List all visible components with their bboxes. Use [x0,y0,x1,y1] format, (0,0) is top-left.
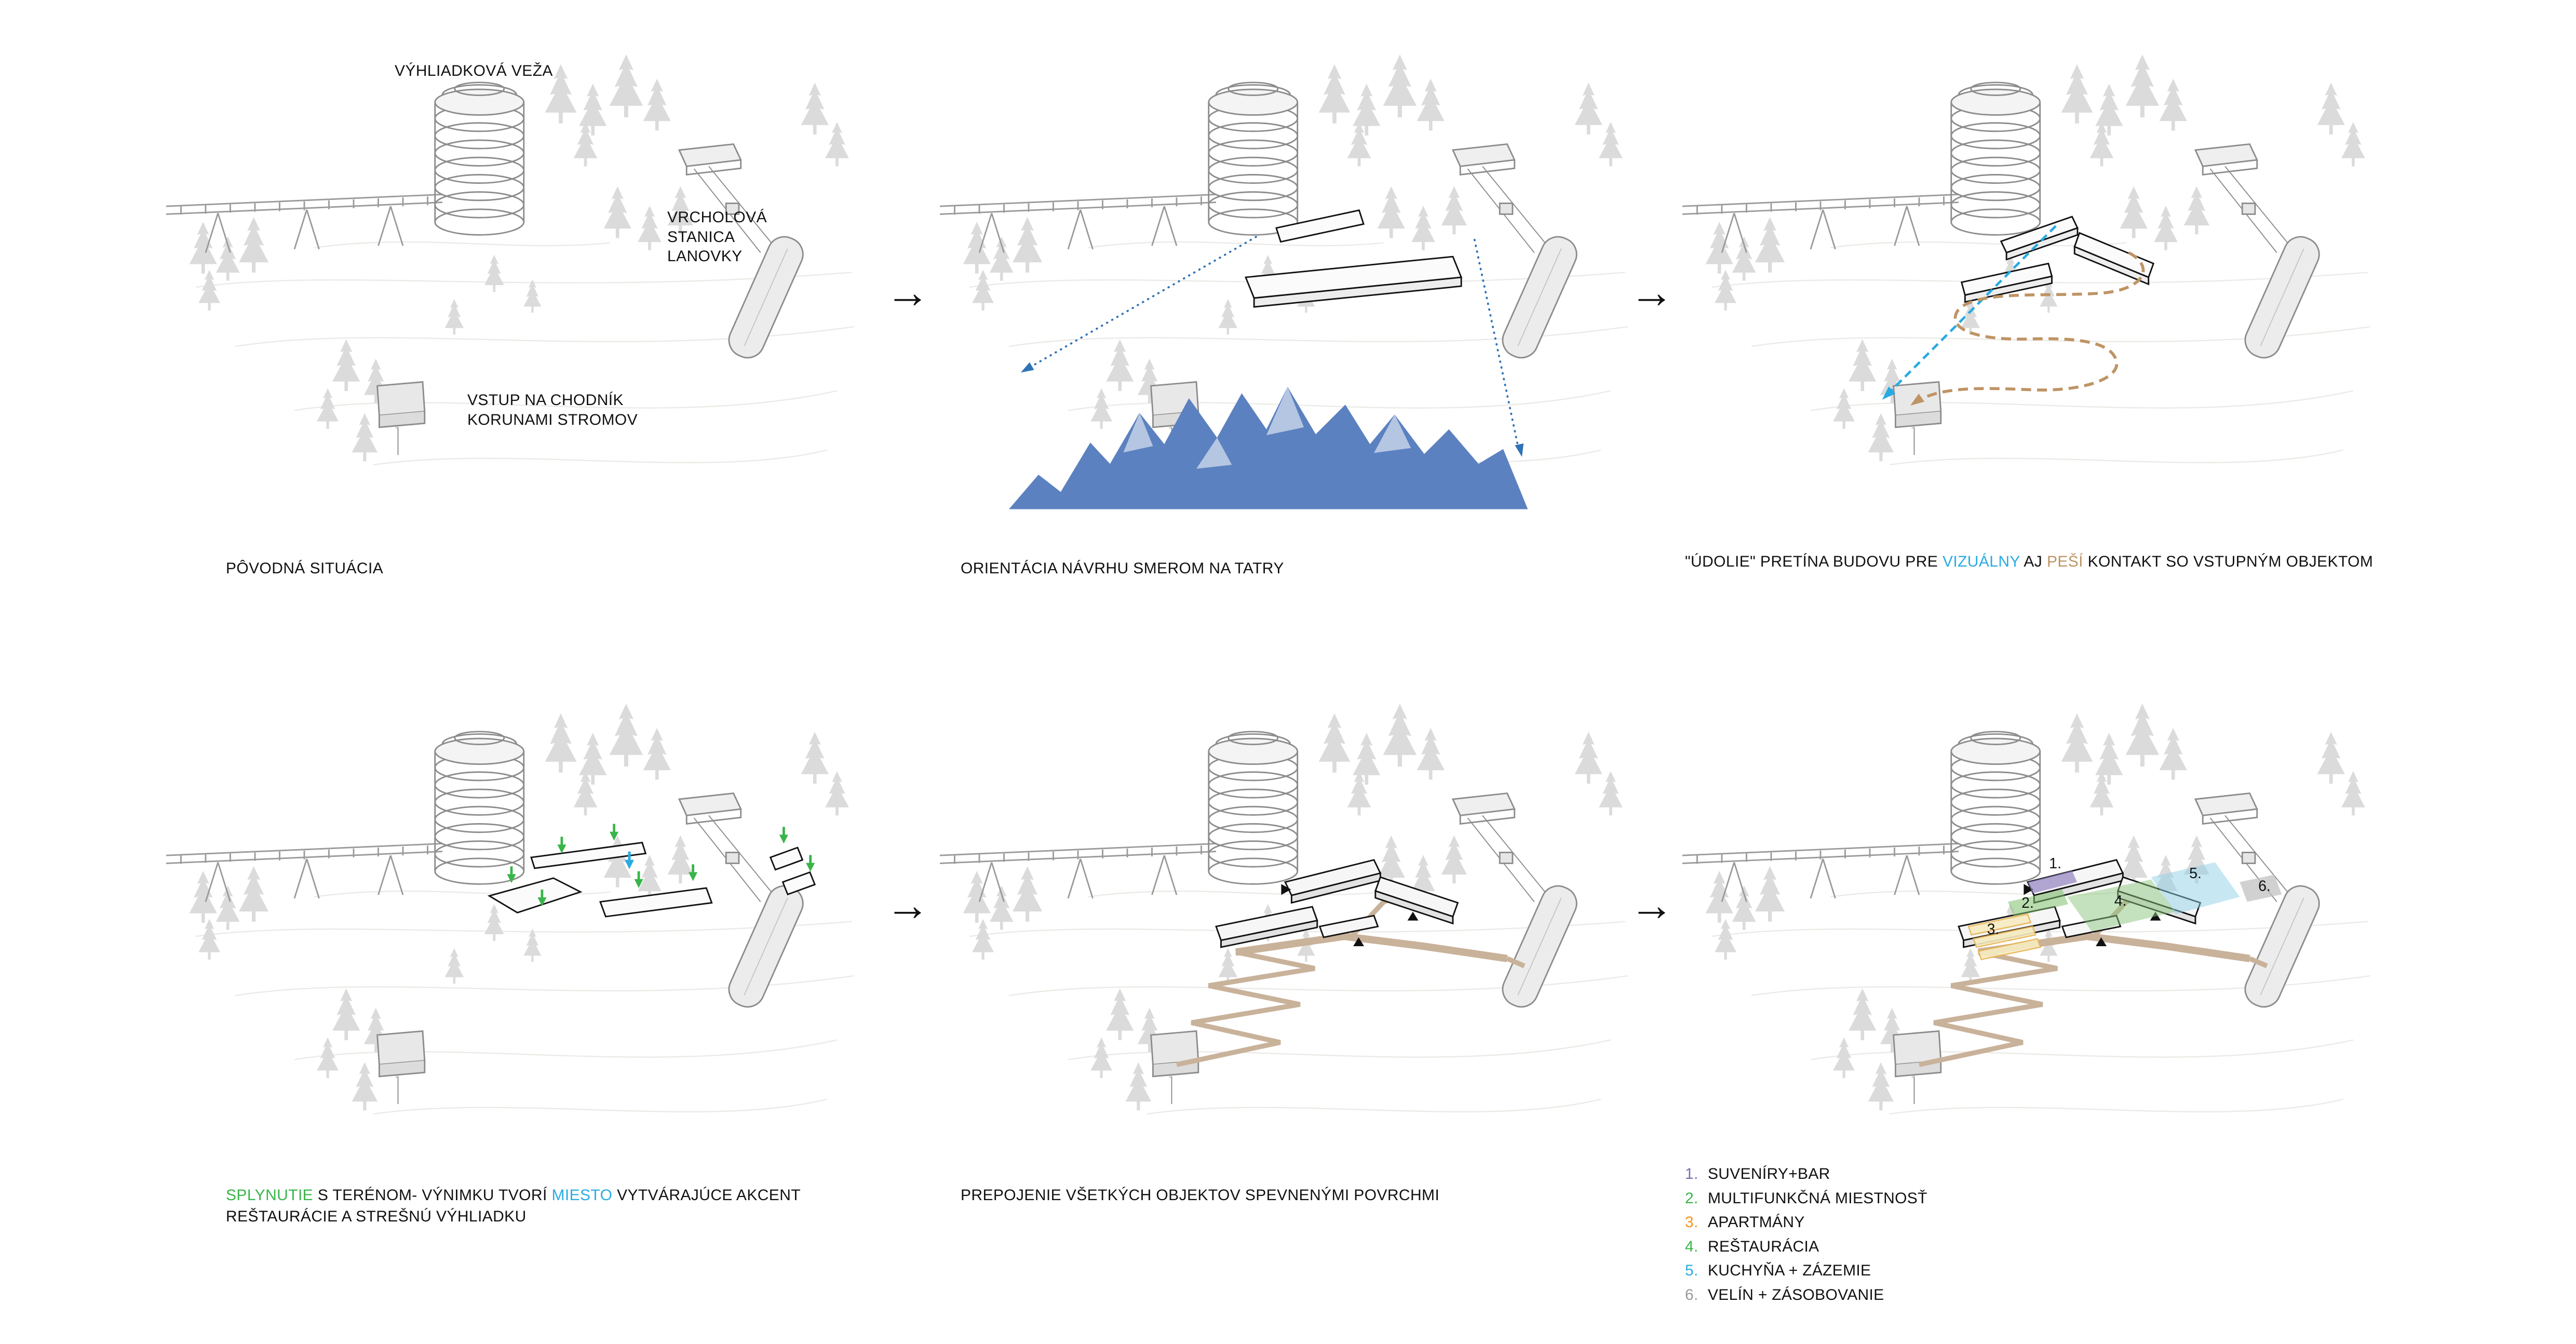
arrow-right-icon: → [885,880,930,930]
legend-item-number: 4. [1685,1238,1698,1255]
zone-label-6: 6. [2258,878,2271,895]
legend-item: 3. APARTMÁNY [1685,1211,1927,1235]
split-buildings [1960,216,2155,303]
legend-item-number: 1. [1685,1165,1698,1182]
view-axis-arrowheads [1020,362,1524,457]
zone-5-kitchen-backoffice [2151,862,2240,915]
arrow-right-icon: → [1629,267,1674,317]
legend-item-label: VELÍN + ZÁSOBOVANIE [1708,1286,1884,1303]
legend-item-number: 5. [1685,1262,1698,1279]
caption-panel-1: PÔVODNÁ SITUÁCIA [226,560,384,577]
legend-item-label: KUCHYŇA + ZÁZEMIE [1708,1262,1871,1279]
legend-item-label: MULTIFUNKČNÁ MIESTNOSŤ [1708,1189,1927,1207]
zone-4-restaurant [2067,879,2176,932]
label-walkway-entry: VSTUP NA CHODNÍK KORUNAMI STROMOV [467,392,638,428]
zone-1-souvenirs-bar [2028,870,2077,894]
label-observation-tower: VÝHLIADKOVÁ VEŽA [395,62,553,79]
view-axis-arrows [1027,236,1519,447]
visual-contact-arrow [1882,225,2057,400]
site-scene [1682,55,2370,465]
legend-item-label: REŠTAURÁCIA [1708,1238,1819,1255]
caption-panel-5: PREPOJENIE VŠETKÝCH OBJEKTOV SPEVNENÝMI … [961,1187,1440,1204]
caption-panel-3: "ÚDOLIE" PRETÍNA BUDOVU PRE VIZUÁLNY AJ … [1685,553,2373,570]
arrow-right-icon: → [1629,880,1674,930]
legend-item-number: 6. [1685,1286,1698,1303]
panel-5-paved-connections [940,670,1654,1163]
panel-2-orientation-to-tatras [940,21,1654,514]
arrow-right-icon: → [885,267,930,317]
zone-6-control-supply [2240,875,2282,902]
site-scene [940,704,1628,1114]
mountain-range [1009,386,1528,509]
zone-3-apartments [1967,913,2042,961]
legend-item-label: SUVENÍRY+BAR [1708,1165,1830,1182]
zone-label-4: 4. [2114,893,2127,909]
legend-item-number: 2. [1685,1189,1698,1207]
caption-panel-2: ORIENTÁCIA NÁVRHU SMEROM NA TATRY [961,560,1284,577]
terrain-plan-shapes [487,841,816,918]
zone-label-5: 5. [2189,865,2202,882]
zone-2-multifunction-room [2008,889,2068,917]
zone-label-1: 1. [2049,855,2061,872]
legend-item-label: APARTMÁNY [1708,1214,1805,1231]
panel-3-valley-cut [1682,21,2397,514]
label-cable-station: VRCHOLOVÁ STANICA LANOVKY [667,209,767,265]
caption-panel-4: SPLYNUTIE S TERÉNOM- VÝNIMKU TVORÍ MIEST… [226,1187,801,1225]
legend-item: 1. SUVENÍRY+BAR [1685,1162,1927,1187]
zone-label-2: 2. [2021,895,2034,911]
panel-6-functional-zones: 1. 2. 3. 4. 5. 6. [1682,670,2397,1163]
legend-item: 2. MULTIFUNKČNÁ MIESTNOSŤ [1685,1187,1927,1211]
zone-label-3: 3. [1987,921,2000,937]
legend-item: 5. KUCHYŇA + ZÁZEMIE [1685,1259,1927,1283]
legend-item: 6. VELÍN + ZÁSOBOVANIE [1685,1283,1927,1308]
legend-item-number: 3. [1685,1214,1698,1231]
panel-4-merge-with-terrain [166,670,881,1163]
functional-zones-legend: 1.SUVENÍRY+BAR 2.MULTIFUNKČNÁ MIESTNOSŤ … [1685,1162,1927,1307]
proposed-buildings [1244,209,1463,308]
legend-item: 4. REŠTAURÁCIA [1685,1235,1927,1259]
pedestrian-path-serpentine [1910,251,2145,406]
panel-1-original-situation: VÝHLIADKOVÁ VEŽA VRCHOLOVÁ STANICA LANOV… [166,21,881,514]
